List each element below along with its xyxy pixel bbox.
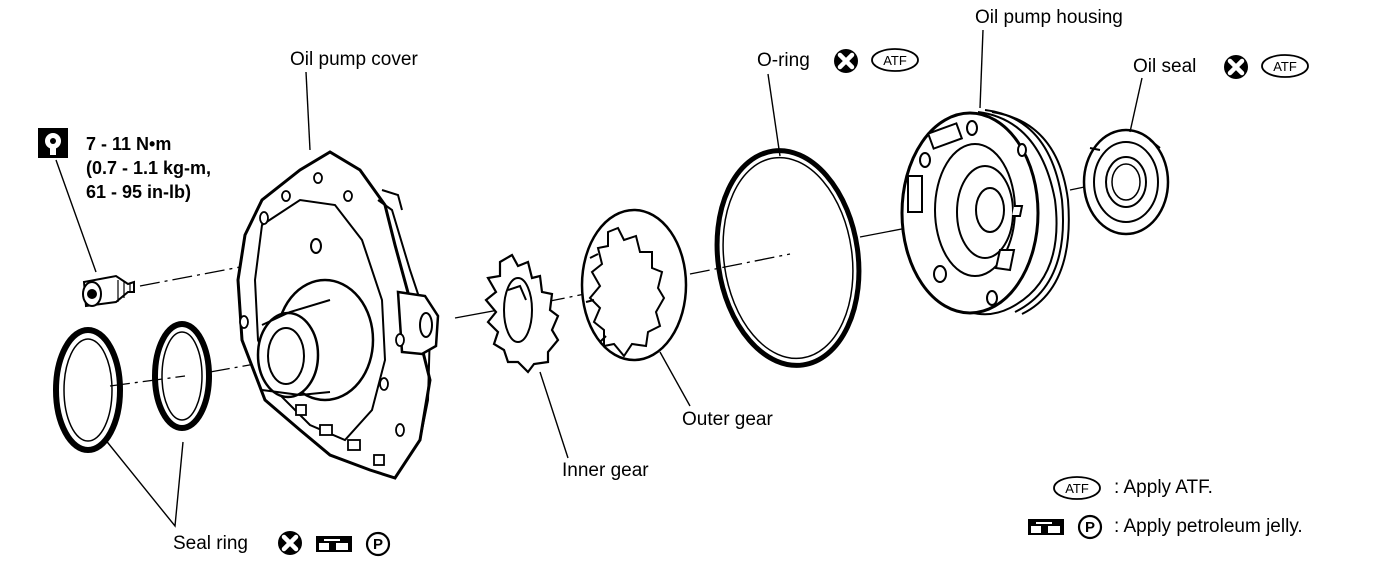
legend-petroleum-label: : Apply petroleum jelly. [1114,516,1303,537]
o-ring-atf-text: ATF [883,53,907,68]
seal-ring-petroleum-jar-icon [316,536,352,552]
label-outer-gear: Outer gear [682,409,773,430]
legend-atf-label: : Apply ATF. [1114,477,1213,498]
outer-gear [580,208,688,362]
bolt [82,274,135,308]
seal-ring-p-text: P [373,536,383,553]
label-oil-seal: Oil seal [1133,56,1197,77]
oil-seal [1082,128,1170,236]
torque-line-1: 7 - 11 N•m [86,134,172,154]
oil-pump-housing [900,109,1070,316]
legend-atf-text: ATF [1065,481,1089,496]
o-ring-replace-icon [834,49,858,73]
legend-p-text: P [1085,519,1095,536]
leader-lines [55,29,1143,528]
oil-seal-atf-text: ATF [1273,59,1297,74]
label-oil-pump-housing: Oil pump housing [975,7,1123,28]
torque-line-2: (0.7 - 1.1 kg-m, [86,158,212,178]
seal-ring-replace-icon [278,531,302,555]
label-o-ring: O-ring [757,50,810,71]
legend-petroleum-jar-icon [1028,519,1064,535]
oil-seal-replace-icon [1224,55,1248,79]
inner-gear [484,253,560,374]
torque-wrench-icon [38,128,68,158]
label-seal-ring: Seal ring [173,533,248,554]
seal-ring-inner [152,321,212,431]
label-inner-gear: Inner gear [562,460,649,481]
torque-line-3: 61 - 95 in-lb) [86,182,192,202]
label-oil-pump-cover: Oil pump cover [290,49,418,70]
torque-spec: 7 - 11 N•m (0.7 - 1.1 kg-m, 61 - 95 in-l… [86,132,211,204]
o-ring [714,148,862,368]
seal-ring-outer [53,327,123,453]
oil-pump-cover [236,150,440,480]
